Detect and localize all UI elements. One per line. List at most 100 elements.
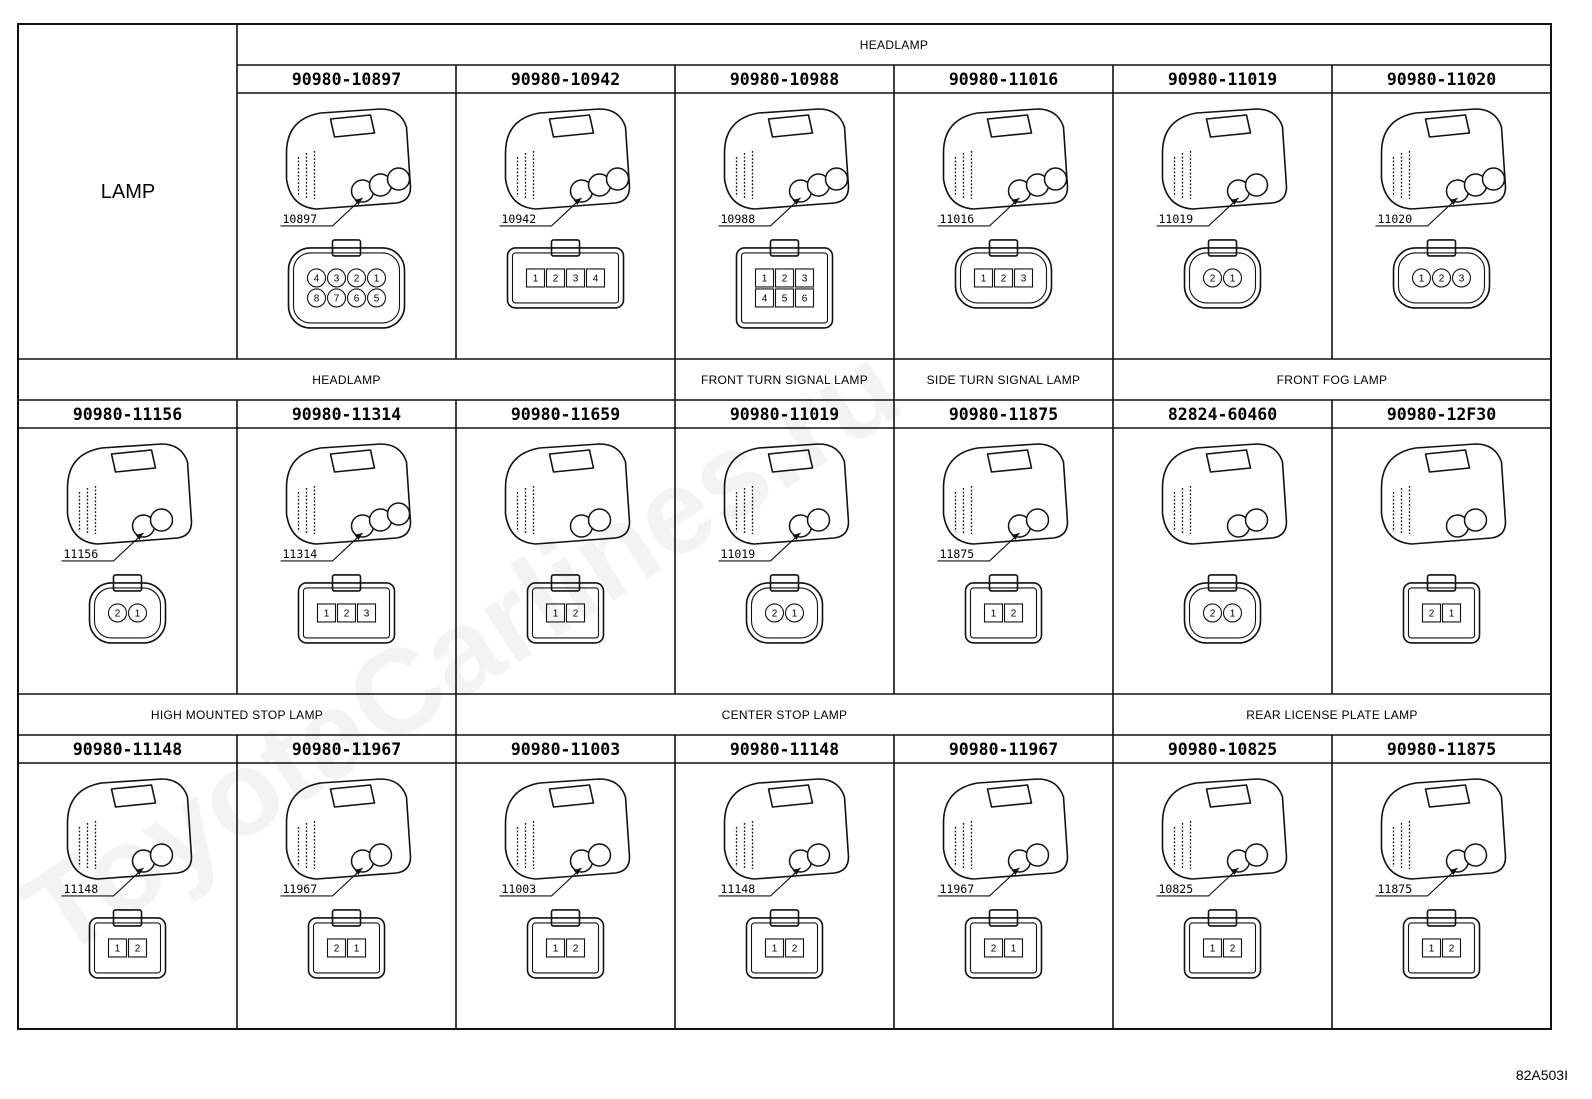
- connector-face-inner: [959, 252, 1048, 304]
- pin-number: 7: [334, 293, 340, 304]
- callout-number: 11875: [940, 547, 975, 561]
- connector-face-outline: [954, 247, 1053, 309]
- pin-number: 2: [792, 943, 798, 954]
- pin-cavity: [1431, 268, 1452, 288]
- connector-face-outline: [297, 582, 396, 644]
- connector-face-outline: [1183, 582, 1262, 644]
- pin-cavity: [306, 268, 327, 288]
- callout-number: 11967: [283, 882, 318, 896]
- callout-leader: [937, 532, 1020, 562]
- connector-body-shading: [297, 486, 316, 534]
- pin-cavity: [973, 268, 994, 288]
- connector-body-shading: [954, 821, 973, 869]
- connector-face-inner: [750, 922, 819, 974]
- pin-number: 5: [374, 293, 380, 304]
- connector-latch: [110, 449, 157, 473]
- connector-face-inner: [740, 252, 829, 324]
- callout-leader: [499, 197, 582, 227]
- terminal-cavity: [605, 167, 630, 191]
- pin-number: 2: [782, 273, 788, 284]
- connector-face-outline: [964, 917, 1043, 979]
- connector-face-outline: [745, 582, 824, 644]
- callout-number: 11003: [502, 882, 537, 896]
- part-number: 90980-11020: [1387, 70, 1496, 89]
- connector-body-outline: [942, 778, 1069, 880]
- callout-arrowhead: [1011, 532, 1020, 540]
- connector-latch: [548, 114, 595, 138]
- part-number: 90980-10988: [730, 70, 839, 89]
- pin-number: 5: [782, 293, 788, 304]
- terminal-cavity: [149, 843, 174, 867]
- pin-cavity: [764, 938, 785, 958]
- face-lock-tab: [988, 909, 1019, 927]
- connector-body-outline: [504, 108, 631, 210]
- callout-arrowhead: [354, 867, 363, 875]
- terminal-cavity: [1244, 508, 1269, 532]
- callout-number: 10942: [502, 212, 537, 226]
- pin-cavity: [784, 938, 805, 958]
- callout-arrowhead: [792, 532, 801, 540]
- pin-cavity: [754, 288, 775, 308]
- pin-cavity: [764, 603, 785, 623]
- pin-number: 3: [334, 273, 340, 284]
- group-header: CENTER STOP LAMP: [722, 708, 848, 722]
- connector-body-shading: [1392, 821, 1411, 869]
- pin-number: 1: [762, 273, 768, 284]
- connector-face-inner: [969, 587, 1038, 639]
- pin-number: 1: [1419, 273, 1425, 284]
- connector-body-shading: [516, 151, 535, 199]
- pin-number: 1: [374, 273, 380, 284]
- pin-cavity: [794, 288, 815, 308]
- pin-number: 1: [324, 608, 330, 619]
- connector-face-inner: [531, 587, 600, 639]
- outer-border: [17, 23, 1552, 1030]
- callout-leader: [280, 532, 363, 562]
- connector-body-outline: [1161, 108, 1288, 210]
- face-lock-tab: [112, 574, 143, 592]
- connector-body-outline: [723, 108, 850, 210]
- terminal-cavity: [1244, 173, 1269, 197]
- group-header: FRONT FOG LAMP: [1277, 373, 1388, 387]
- pin-cavity: [525, 268, 546, 288]
- pin-number: 4: [314, 273, 320, 284]
- connector-face-inner: [750, 587, 819, 639]
- connector-body-outline: [723, 443, 850, 545]
- connector-latch: [1205, 449, 1252, 473]
- pin-number: 1: [991, 608, 997, 619]
- face-lock-tab: [988, 574, 1019, 592]
- pin-number: 4: [762, 293, 768, 304]
- connector-latch: [1205, 784, 1252, 808]
- part-number: 90980-11967: [949, 740, 1058, 759]
- terminal-cavity: [386, 502, 411, 526]
- connector-latch: [110, 784, 157, 808]
- pin-cavity: [993, 268, 1014, 288]
- face-lock-tab: [988, 239, 1019, 257]
- callout-arrowhead: [1011, 197, 1020, 205]
- part-number: 82824-60460: [1168, 405, 1277, 424]
- part-number: 90980-11314: [292, 405, 401, 424]
- pin-cavity: [346, 288, 367, 308]
- connector-body-outline: [723, 778, 850, 880]
- connector-body-outline: [942, 443, 1069, 545]
- callout-number: 10897: [283, 212, 318, 226]
- pin-cavity: [127, 938, 148, 958]
- pin-number: 3: [1459, 273, 1465, 284]
- terminal-cavity: [1025, 843, 1050, 867]
- connector-body-shading: [954, 151, 973, 199]
- group-header: SIDE TURN SIGNAL LAMP: [927, 373, 1081, 387]
- terminal-cavity: [806, 843, 831, 867]
- connector-body-outline: [942, 108, 1069, 210]
- pin-cavity: [127, 603, 148, 623]
- connector-face-inner: [1397, 252, 1486, 304]
- connector-latch: [329, 784, 376, 808]
- pin-number: 2: [1210, 608, 1216, 619]
- pin-cavity: [1222, 603, 1243, 623]
- part-number: 90980-11967: [292, 740, 401, 759]
- callout-arrowhead: [792, 197, 801, 205]
